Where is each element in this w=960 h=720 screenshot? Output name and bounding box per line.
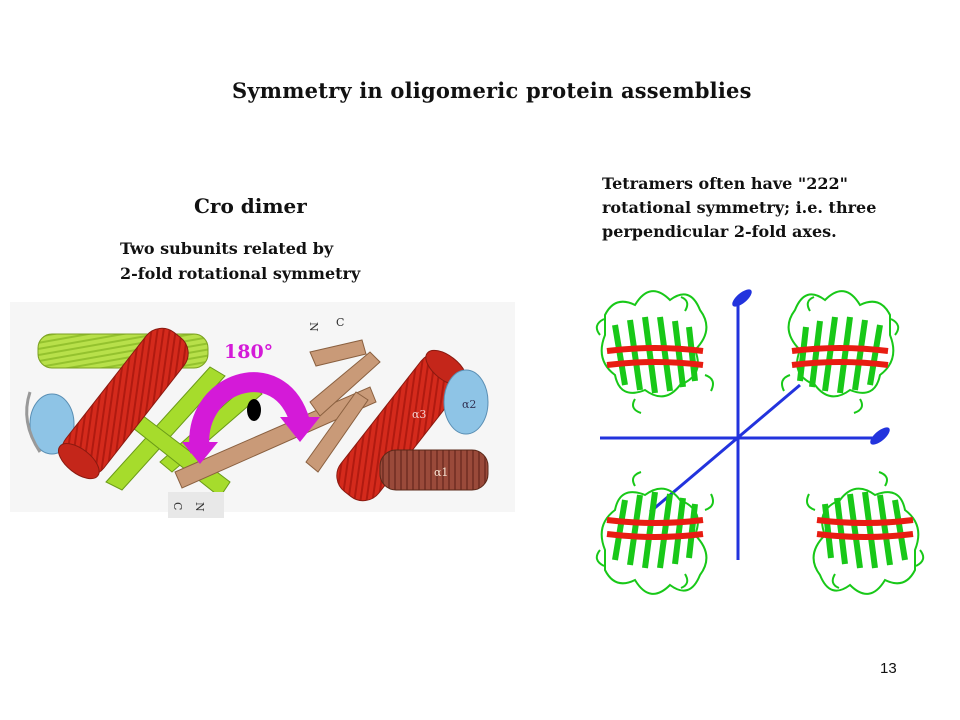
helix-label-a2: α2 xyxy=(462,398,476,411)
axis-end-right xyxy=(870,427,890,445)
diagonal-axis xyxy=(649,383,801,514)
subunit-top-left xyxy=(597,291,713,413)
tetramer-description: Tetramers often have "222" rotational sy… xyxy=(602,172,876,244)
cro-description-line-2: 2-fold rotational symmetry xyxy=(120,264,361,283)
blue-helix-left xyxy=(25,391,75,455)
termini-label-box xyxy=(168,492,224,518)
helix-label-a3: α3 xyxy=(412,408,426,421)
cro-dimer-heading: Cro dimer xyxy=(194,194,307,218)
red-helix-left xyxy=(58,327,189,480)
subunit-bottom-left xyxy=(597,472,713,594)
terminus-c-bottom: C xyxy=(171,502,184,510)
tan-beta-strands xyxy=(174,339,381,489)
tetramer-description-line-1: Tetramers often have "222" xyxy=(602,174,848,193)
cro-dimer-illustration: α3 α2 α1 180° N C C N xyxy=(10,302,515,518)
blue-helix-right: α2 xyxy=(443,369,489,435)
page-number: 13 xyxy=(880,660,897,677)
subunit-top-right xyxy=(782,291,898,413)
terminus-n-bottom: N xyxy=(193,502,206,512)
red-helix-right: α3 xyxy=(336,349,467,502)
terminus-c-top: C xyxy=(336,316,344,329)
rotation-label: 180° xyxy=(224,341,273,363)
cro-dimer-description: Two subunits related by 2-fold rotationa… xyxy=(120,236,360,286)
symmetry-axis-dot xyxy=(247,399,261,421)
tetramer-description-line-3: perpendicular 2-fold axes. xyxy=(602,222,837,241)
slide-title: Symmetry in oligomeric protein assemblie… xyxy=(232,78,752,103)
rotation-arrow: 180° xyxy=(182,341,320,464)
cro-description-line-1: Two subunits related by xyxy=(120,239,334,258)
subunit-bottom-right xyxy=(807,472,923,594)
axis-end-top xyxy=(732,289,752,307)
terminus-n-top: N xyxy=(307,322,320,332)
tetramer-illustration xyxy=(580,280,940,610)
helix-label-a1: α1 xyxy=(434,466,448,479)
tetramer-description-line-2: rotational symmetry; i.e. three xyxy=(602,198,877,217)
brown-helix: α1 xyxy=(379,449,489,491)
symmetry-axes xyxy=(600,289,890,560)
